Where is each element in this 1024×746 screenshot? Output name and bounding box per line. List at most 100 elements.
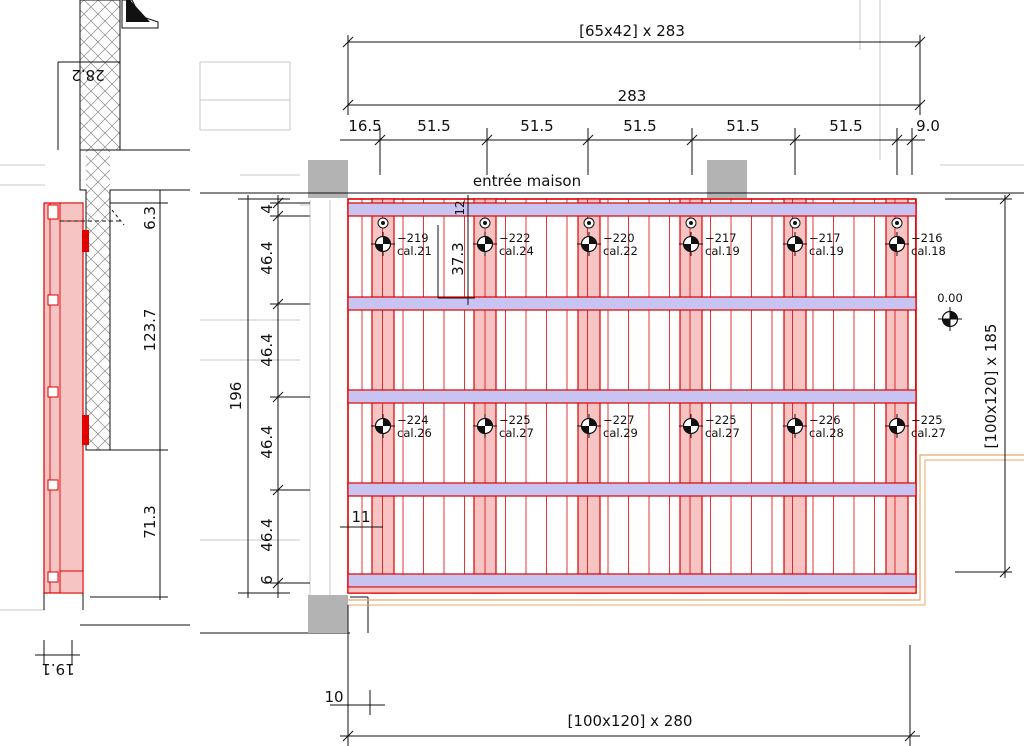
- top-crosshair-fill-a-2: [485, 236, 493, 244]
- top-level-1: −219: [397, 231, 429, 245]
- top-crosshair-fill-a-3: [589, 236, 597, 244]
- bottom-cal-5: cal.28: [809, 426, 844, 440]
- left-slash-3: [272, 298, 284, 310]
- screw-dot-5: [793, 221, 797, 225]
- reference-crosshair-icon: [938, 307, 962, 331]
- right-dimension: [100x120] x 185: [945, 193, 1012, 578]
- bottom-crosshair-fill-b-6: [889, 426, 897, 434]
- top-level-2: −222: [499, 231, 531, 245]
- background-faint-lines: [0, 0, 1024, 611]
- segment-slash-3: [582, 134, 594, 146]
- bottom-crosshair-fill-b-5: [787, 426, 795, 434]
- bottom-level-2: −225: [499, 413, 531, 427]
- bottom-crosshair-fill-b-2: [477, 426, 485, 434]
- bottom-level-3: −227: [603, 413, 635, 427]
- dim-bottom-10: 10: [324, 688, 343, 706]
- rail-5: [347, 573, 917, 588]
- screw-dot-2: [483, 221, 487, 225]
- left-slash-6: [272, 577, 284, 589]
- top-cal-6: cal.18: [911, 244, 946, 258]
- section-dim-bottom: 19.1: [41, 660, 74, 678]
- top-level-5: −217: [809, 231, 841, 245]
- top-level-4: −217: [705, 231, 737, 245]
- inner-dimensions: 37.3 12: [437, 195, 475, 305]
- dim-12: 12: [453, 200, 467, 215]
- left-slash-2: [272, 210, 284, 222]
- level-markers: −219cal.21−222cal.24−220cal.22−217cal.19…: [371, 231, 946, 440]
- top-crosshair-fill-b-2: [477, 244, 485, 252]
- bottom-crosshair-fill-b-3: [581, 426, 589, 434]
- top-crosshair-fill-a-4: [691, 236, 699, 244]
- segment-slash-7: [906, 134, 918, 146]
- left-slash-1: [272, 197, 284, 209]
- dim-segment-1: 16.5: [348, 117, 381, 135]
- reference-level-marker: 0.00: [937, 291, 963, 331]
- dim-37-3: 37.3: [449, 242, 467, 275]
- left-dimensions: 196 4 46.4 46.4 46.4 46.4 6: [227, 195, 310, 598]
- dim-top-overall: [65x42] x 283: [579, 22, 685, 40]
- bottom-level-5: −226: [809, 413, 841, 427]
- bottom-level-1: −224: [397, 413, 429, 427]
- section-dim-top: 28.2: [71, 66, 104, 84]
- bottom-crosshair-fill-a-3: [589, 418, 597, 426]
- dim-segment-4: 51.5: [623, 117, 656, 135]
- top-cal-3: cal.22: [603, 244, 638, 258]
- bottom-level-6: −225: [911, 413, 943, 427]
- top-level-6: −216: [911, 231, 943, 245]
- bottom-crosshair-fill-a-5: [795, 418, 803, 426]
- dim-right-vertical: [100x120] x 185: [982, 324, 1000, 449]
- dim-left-seg-1: 4: [258, 204, 276, 214]
- dim-left-seg-5: 46.4: [258, 518, 276, 551]
- bottom-crosshair-fill-a-4: [691, 418, 699, 426]
- top-crosshair-fill-a-6: [897, 236, 905, 244]
- rail-2: [347, 296, 917, 311]
- deck-plan: [347, 198, 917, 594]
- top-crosshair-fill-b-6: [889, 244, 897, 252]
- section-view: 28.2 6.3 123.7 71.3 19.1: [35, 0, 190, 678]
- dim-total-width: 283: [618, 87, 647, 105]
- left-slash-4: [272, 391, 284, 403]
- dim-left-seg-4: 46.4: [258, 425, 276, 458]
- section-dim-123-7: 123.7: [141, 309, 159, 352]
- segment-slash-6: [891, 134, 903, 146]
- dim-segment-2: 51.5: [417, 117, 450, 135]
- bottom-crosshair-fill-a-6: [897, 418, 905, 426]
- top-crosshair-fill-b-4: [683, 244, 691, 252]
- bottom-cal-3: cal.29: [603, 426, 638, 440]
- rail-3: [347, 389, 917, 404]
- top-cal-4: cal.19: [705, 244, 740, 258]
- dim-left-11: 11: [351, 508, 370, 526]
- bottom-cal-2: cal.27: [499, 426, 534, 440]
- bottom-crosshair-fill-b-4: [683, 426, 691, 434]
- pillar-top-middle: [707, 160, 747, 198]
- top-level-3: −220: [603, 231, 635, 245]
- dim-left-seg-3: 46.4: [258, 333, 276, 366]
- section-dim-71-3: 71.3: [141, 505, 159, 538]
- segment-slash-4: [686, 134, 698, 146]
- terrace-outline: [348, 454, 1024, 601]
- screw-dot-3: [587, 221, 591, 225]
- reference-level-label: 0.00: [937, 291, 963, 305]
- top-crosshair-fill-b-1: [375, 244, 383, 252]
- rail-1: [347, 202, 917, 217]
- screw-dot-6: [895, 221, 899, 225]
- pillar-bottom-left: [308, 595, 348, 633]
- bottom-crosshair-fill-b-1: [375, 426, 383, 434]
- dim-segment-5: 51.5: [726, 117, 759, 135]
- segment-slash-1: [374, 134, 386, 146]
- top-cal-2: cal.24: [499, 244, 534, 258]
- segment-slash-2: [481, 134, 493, 146]
- dim-segment-3: 51.5: [520, 117, 553, 135]
- top-crosshair-fill-b-5: [787, 244, 795, 252]
- dim-left-total: 196: [227, 382, 245, 411]
